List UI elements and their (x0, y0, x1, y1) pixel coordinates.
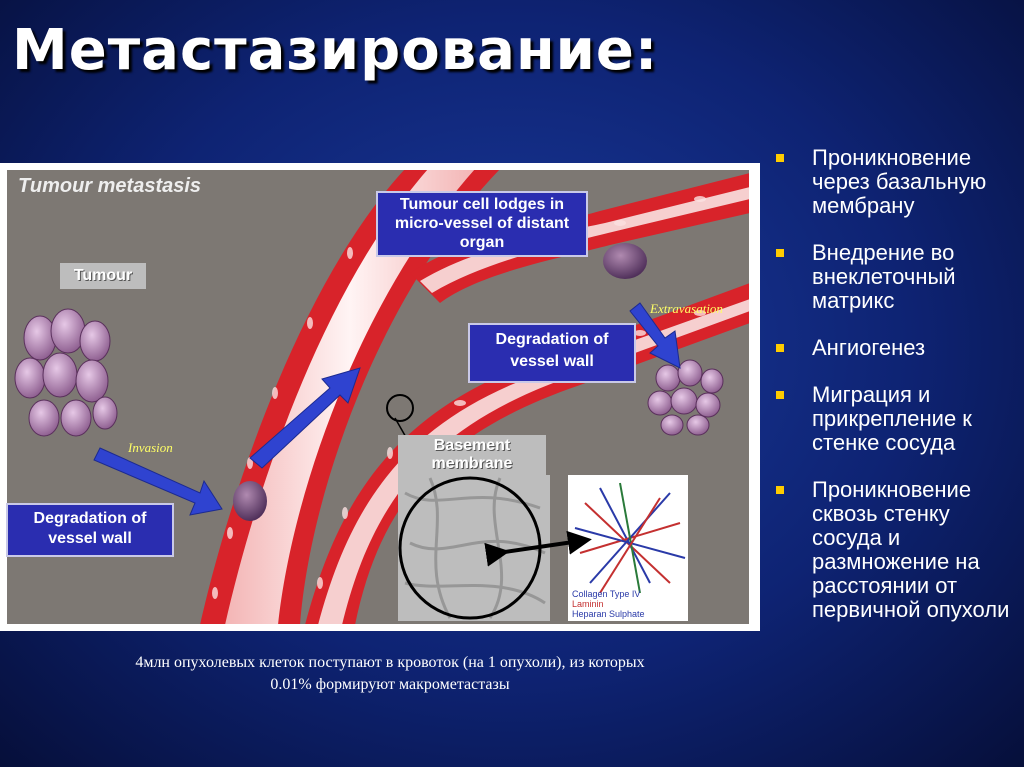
bullet-square-icon (776, 344, 784, 352)
bullet-item: Ангиогенез (772, 336, 1022, 360)
bullet-item: Внедрение во внеклеточный матрикс (772, 241, 1022, 313)
metastasis-figure: Tumour metastasis Tumour Tumour cell lod… (0, 163, 760, 631)
bullet-item: Проникновение сквозь стенку сосуда и раз… (772, 478, 1022, 622)
basement-marker-icon (386, 394, 414, 422)
main-vessel-lumen (225, 169, 475, 625)
arrows (93, 302, 681, 516)
figure-title: Tumour metastasis (18, 175, 202, 197)
caption-line-2: 0.01% формируют макрометастазы (270, 676, 510, 693)
intravasation-arrow-icon (249, 367, 361, 469)
collagen-line-1: Collagen Type IV (572, 589, 641, 599)
lodged-tumour-cell-icon (603, 243, 647, 279)
bullet-square-icon (776, 486, 784, 494)
degradation-left-label: Degradation of vessel wall (6, 503, 174, 557)
invasion-label: Invasion (128, 440, 173, 455)
lodge-label: Tumour cell lodges in micro-vessel of di… (376, 191, 588, 257)
collagen-line-2: Laminin (572, 599, 604, 609)
bullet-text: Миграция и прикрепление к стенке сосуда (812, 382, 972, 455)
branch-vessel-lumen (420, 187, 750, 293)
bullet-text: Проникновение через базальную мембрану (812, 145, 987, 218)
metastasis-cluster-icon (647, 359, 724, 436)
collagen-legend: Collagen Type IV Laminin Heparan Sulphat… (572, 589, 645, 619)
tumour-label: Tumour (60, 263, 146, 289)
bullet-square-icon (776, 391, 784, 399)
invasion-arrow-icon (93, 447, 223, 516)
degradation-right-label: Degradation of vessel wall (468, 323, 636, 383)
bullet-item: Проникновение через базальную мембрану (772, 146, 1022, 218)
circulating-tumour-cell-icon (233, 481, 267, 521)
bullet-square-icon (776, 154, 784, 162)
caption-line-1: 4млн опухолевых клеток поступают в крово… (135, 654, 645, 671)
double-arrow-icon (484, 530, 592, 567)
basement-membrane-label: Basement membrane (398, 435, 546, 475)
extravasation-arrow-icon (629, 302, 681, 369)
bullet-text: Проникновение сквозь стенку сосуда и раз… (812, 477, 1010, 622)
bullet-text: Ангиогенез (812, 335, 926, 360)
caption: 4млн опухолевых клеток поступают в крово… (20, 652, 760, 696)
bullet-item: Миграция и прикрепление к стенке сосуда (772, 383, 1022, 455)
primary-tumour-icon (14, 308, 118, 437)
bullet-list: Проникновение через базальную мембрану В… (772, 146, 1022, 645)
collagen-line-3: Heparan Sulphate (572, 609, 645, 619)
extravasation-label: Extravasation (650, 301, 723, 316)
bullet-text: Внедрение во внеклеточный матрикс (812, 240, 956, 313)
slide-title: Метастазирование: (12, 18, 659, 83)
bullet-square-icon (776, 249, 784, 257)
